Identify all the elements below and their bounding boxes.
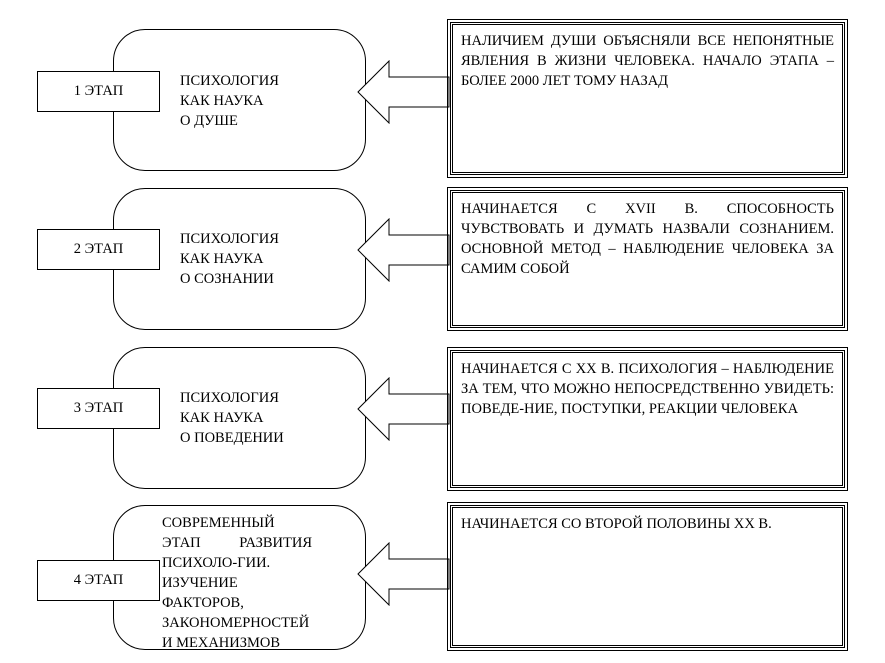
stage-2-arrow xyxy=(357,218,450,282)
stage-1-description: НАЛИЧИЕМ ДУШИ ОБЪЯСНЯЛИ ВСЕ НЕПОНЯТНЫЕ Я… xyxy=(461,33,834,89)
stage-4-title: СОВРЕМЕННЫЙ ЭТАП РАЗВИТИЯ ПСИХОЛО-ГИИ. И… xyxy=(162,515,312,651)
stage-1-arrow xyxy=(357,60,450,124)
stage-4-description: НАЧИНАЕТСЯ СО ВТОРОЙ ПОЛОВИНЫ XX В. xyxy=(461,516,772,532)
stage-2-label: 2 ЭТАП xyxy=(37,229,160,270)
stage-1-label: 1 ЭТАП xyxy=(37,71,160,112)
stage-4-arrow xyxy=(357,542,450,606)
stage-3-description-box: НАЧИНАЕТСЯ С XX В. ПСИХОЛОГИЯ – НАБЛЮДЕН… xyxy=(447,347,848,491)
stage-3-description: НАЧИНАЕТСЯ С XX В. ПСИХОЛОГИЯ – НАБЛЮДЕН… xyxy=(461,361,834,417)
stage-3-arrow xyxy=(357,377,450,441)
stage-1-title: ПСИХОЛОГИЯ КАК НАУКА О ДУШЕ xyxy=(180,73,279,129)
stage-2-description: НАЧИНАЕТСЯ С XVII В. СПОСОБНОСТЬ ЧУВСТВО… xyxy=(461,201,834,277)
stage-2-title: ПСИХОЛОГИЯ КАК НАУКА О СОЗНАНИИ xyxy=(180,231,279,287)
stage-2-description-box: НАЧИНАЕТСЯ С XVII В. СПОСОБНОСТЬ ЧУВСТВО… xyxy=(447,187,848,331)
stage-1-description-box: НАЛИЧИЕМ ДУШИ ОБЪЯСНЯЛИ ВСЕ НЕПОНЯТНЫЕ Я… xyxy=(447,19,848,178)
stage-3-label: 3 ЭТАП xyxy=(37,388,160,429)
stage-4-description-box: НАЧИНАЕТСЯ СО ВТОРОЙ ПОЛОВИНЫ XX В. xyxy=(447,502,848,651)
stage-3-title: ПСИХОЛОГИЯ КАК НАУКА О ПОВЕДЕНИИ xyxy=(180,390,284,446)
stage-4-label: 4 ЭТАП xyxy=(37,560,160,601)
